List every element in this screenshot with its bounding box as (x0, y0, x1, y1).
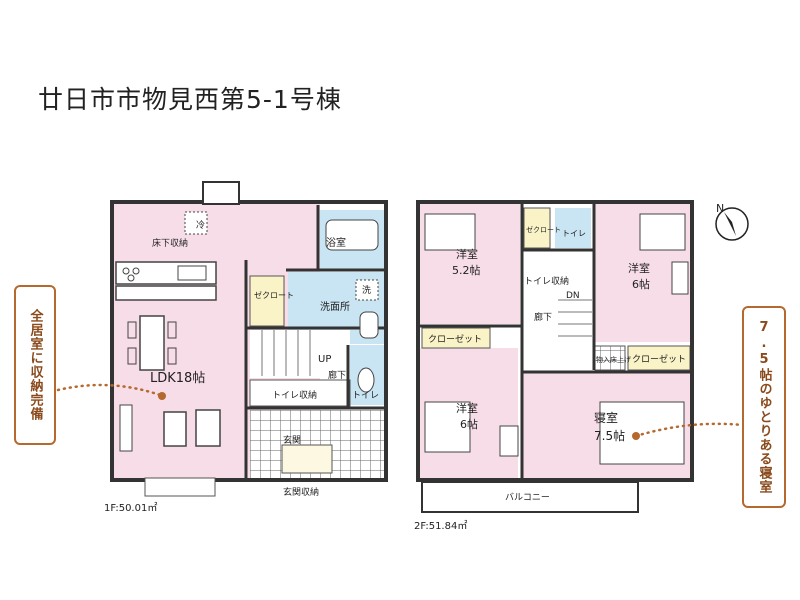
closet-1f (249, 275, 285, 327)
stairs-1f (250, 330, 350, 378)
closet-1f-label: ゼクロート (254, 290, 294, 300)
toilet-1f-label: トイレ (352, 391, 379, 401)
balcony (421, 481, 639, 513)
up-label: UP (318, 354, 331, 365)
compass-icon: N (715, 202, 749, 241)
floor2-area: 2F:51.84㎡ (414, 521, 468, 532)
entrance-storage-box (281, 444, 333, 474)
bedroom-name: 寝室 (594, 410, 618, 425)
callout-left-line (56, 383, 162, 397)
bath-label: 浴室 (326, 236, 346, 249)
western1-size: 5.2帖 (452, 264, 481, 277)
compass-label: N (716, 202, 724, 215)
toilet-2f (555, 208, 591, 248)
hallway-2f-label: 廊下 (534, 311, 552, 323)
toilet-storage-1f-label: トイレ収納 (272, 389, 317, 401)
entrance-label: 玄関 (283, 434, 301, 446)
closet-2f-small-label: ゼクロート (526, 225, 561, 234)
floor2-plan: 洋室 5.2帖 洋室 6帖 洋室 6帖 寝室 7.5帖 ゼクロート トイレ トイ… (416, 200, 694, 513)
balcony-label: バルコニー (505, 492, 550, 503)
western1-name: 洋室 (456, 247, 478, 261)
toilet-storage-2f-label: トイレ収納 (524, 275, 569, 287)
entrance-storage-label: 玄関収納 (283, 486, 319, 498)
closet-2f-1-label: クローゼット (428, 333, 482, 345)
dn-label: DN (566, 291, 580, 301)
washroom-label: 洗面所 (320, 301, 350, 313)
callout-right: 7.5帖のゆとりある寝室 (742, 306, 786, 508)
bedroom-size: 7.5帖 (594, 428, 625, 443)
ldk-label: LDK18帖 (150, 371, 205, 386)
western3-name: 洋室 (456, 401, 478, 415)
callout-right-line (634, 422, 744, 438)
toilet-storage-1f (249, 379, 351, 407)
floor1-area: 1F:50.01㎡ (104, 503, 158, 514)
western2-size: 6帖 (632, 278, 650, 291)
page-title: 廿日市市物見西第5-1号棟 (38, 85, 342, 114)
western3-size: 6帖 (460, 418, 478, 431)
closet-2f-2-label: クローゼット (632, 353, 686, 365)
hallway-1f-label: 廊下 (328, 369, 346, 381)
raised-storage (594, 345, 626, 371)
toilet-2f-label: トイレ (562, 229, 586, 238)
raised-storage-label: 物入床上げ (596, 355, 631, 364)
western2-name: 洋室 (628, 261, 650, 275)
closet-2f-small (523, 207, 551, 249)
closet-2f-2 (627, 345, 691, 371)
floor-storage-label: 床下収納 (152, 237, 188, 249)
closet-2f-1 (421, 327, 491, 349)
washer-label: 洗 (362, 284, 371, 296)
fridge-label: 冷 (196, 219, 205, 231)
dining-table (139, 315, 165, 371)
floor1-plan: 冷 床下収納 浴室 洗面所 洗 ゼクロート LDK18帖 UP 廊下 トイレ収納… (110, 181, 388, 498)
callout-left: 全居室に収納完備 (14, 285, 56, 445)
